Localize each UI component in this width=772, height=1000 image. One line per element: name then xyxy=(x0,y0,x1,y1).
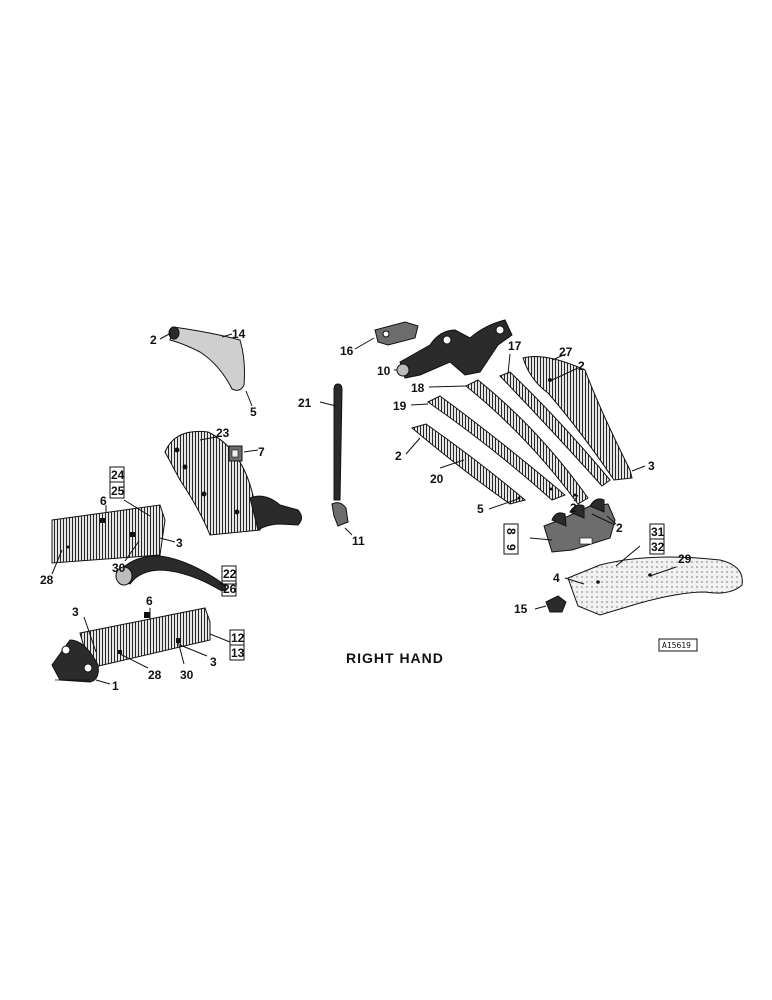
part-27-blade xyxy=(522,356,633,481)
callout-30-lower: 30 xyxy=(180,668,194,682)
callout-25: 25 xyxy=(111,484,125,498)
part-10-frog xyxy=(396,319,513,379)
callout-1: 1 xyxy=(112,679,119,693)
part-14-strap xyxy=(168,326,245,391)
callout-12: 12 xyxy=(231,631,245,645)
callout-24: 24 xyxy=(111,468,125,482)
callout-21: 21 xyxy=(298,396,312,410)
callout-32: 32 xyxy=(651,540,665,554)
callout-30-upper: 30 xyxy=(112,561,126,575)
part-8-9-bracket xyxy=(543,498,616,553)
callout-2-bar-end: 2 xyxy=(570,501,577,515)
callout-31: 31 xyxy=(651,525,665,539)
callout-28-lower: 28 xyxy=(148,668,162,682)
callout-23: 23 xyxy=(216,426,230,440)
callout-26: 26 xyxy=(223,582,237,596)
part-22-curved-bar xyxy=(115,555,227,591)
callout-4: 4 xyxy=(553,571,560,585)
callout-18: 18 xyxy=(411,381,425,395)
callout-22: 22 xyxy=(223,567,237,581)
part-29-share xyxy=(567,556,743,616)
callout-11: 11 xyxy=(352,534,365,548)
callout-6-lower: 6 xyxy=(146,594,153,608)
callout-29: 29 xyxy=(678,552,692,566)
leader-lines xyxy=(51,332,677,685)
callout-2-strap: 2 xyxy=(150,333,157,347)
figure-id: A15619 xyxy=(658,638,698,652)
callout-7: 7 xyxy=(258,445,265,459)
callout-9: 9 xyxy=(504,544,518,551)
callout-15: 15 xyxy=(514,602,528,616)
part-12-landside-bar xyxy=(79,607,211,669)
part-1-bracket xyxy=(51,639,99,683)
part-6-landside-bar xyxy=(51,504,166,564)
figure-id-text: A15619 xyxy=(662,641,691,650)
callout-13: 13 xyxy=(231,646,245,660)
callout-16: 16 xyxy=(340,344,354,358)
callout-3-lower-left: 3 xyxy=(72,605,79,619)
callout-5-strap: 5 xyxy=(250,405,257,419)
diagram-caption: RIGHT HAND xyxy=(346,650,444,666)
callout-8: 8 xyxy=(504,528,518,535)
callout-27: 27 xyxy=(559,345,573,359)
callout-6-upper: 6 xyxy=(100,494,107,508)
callout-3-blade: 3 xyxy=(648,459,655,473)
callout-brackets xyxy=(109,466,665,661)
callout-2-bars: 2 xyxy=(395,449,402,463)
callout-19: 19 xyxy=(393,399,407,413)
callout-labels: 2 14 5 23 7 24 25 6 3 30 28 22 26 6 3 12… xyxy=(40,327,692,693)
callout-14: 14 xyxy=(232,327,246,341)
parts-17-20-bars xyxy=(410,371,611,505)
callout-28-upper: 28 xyxy=(40,573,54,587)
callout-3-upper: 3 xyxy=(176,536,183,550)
part-7-nut xyxy=(228,445,243,462)
callout-3-lower-right: 3 xyxy=(210,655,217,669)
callout-2-bracket: 2 xyxy=(616,521,623,535)
callout-17: 17 xyxy=(508,339,522,353)
callout-20: 20 xyxy=(430,472,444,486)
part-15-nut xyxy=(545,595,567,613)
callout-10: 10 xyxy=(377,364,391,378)
callout-2-blade: 2 xyxy=(578,359,585,373)
part-16-clevis xyxy=(374,321,419,346)
callout-5-bars: 5 xyxy=(477,502,484,516)
part-21-rod xyxy=(331,383,349,527)
